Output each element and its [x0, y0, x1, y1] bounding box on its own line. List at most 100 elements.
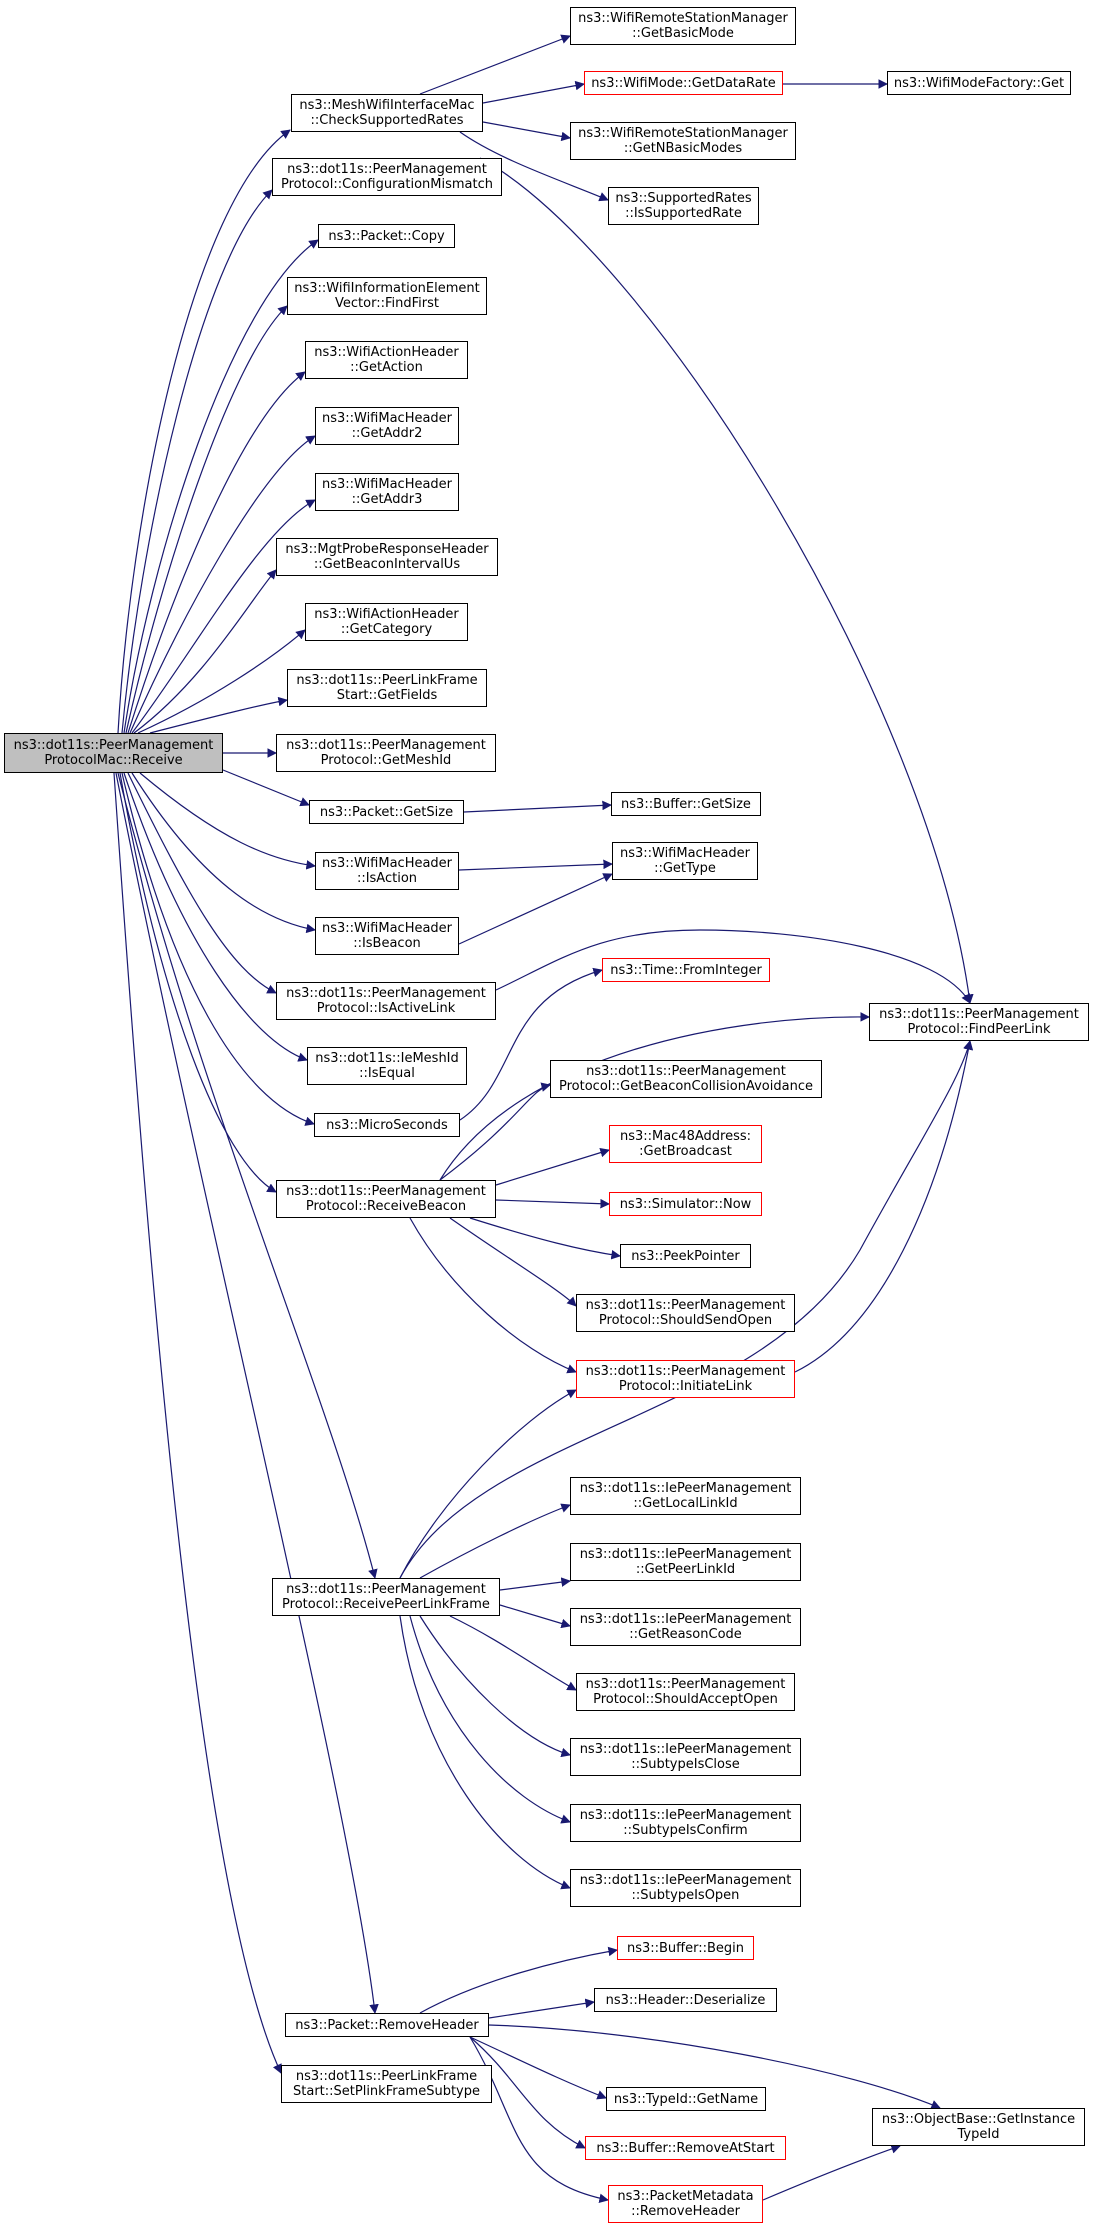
call-edge-9 [149, 696, 288, 734]
node-receive-peer-link-frame[interactable]: ns3::dot11s::PeerManagement Protocol::Re… [272, 1578, 500, 1616]
call-edge-27 [463, 800, 612, 813]
node-get-addr2[interactable]: ns3::WifiMacHeader ::GetAddr2 [315, 407, 459, 445]
node-should-accept-open[interactable]: ns3::dot11s::PeerManagement Protocol::Sh… [576, 1673, 795, 1711]
node-get-action[interactable]: ns3::WifiActionHeader ::GetAction [305, 341, 468, 379]
call-edge-49 [419, 1946, 618, 2014]
node-ie-mesh-id-is-equal[interactable]: ns3::dot11s::IeMeshId ::IsEqual [307, 1047, 467, 1085]
call-edge-11 [222, 769, 310, 807]
node-simulator-now[interactable]: ns3::Simulator::Now [609, 1192, 762, 1216]
node-packet-metadata-remove-header[interactable]: ns3::PacketMetadata ::RemoveHeader [608, 2185, 763, 2223]
call-edge-34 [495, 1147, 610, 1186]
call-edge-55 [762, 2144, 901, 2201]
call-edge-33 [439, 1082, 551, 1181]
node-buffer-get-size[interactable]: ns3::Buffer::GetSize [611, 792, 761, 816]
node-configuration-mismatch[interactable]: ns3::dot11s::PeerManagement Protocol::Co… [272, 158, 502, 196]
node-buffer-remove-at-start[interactable]: ns3::Buffer::RemoveAtStart [585, 2136, 786, 2160]
node-get-addr3[interactable]: ns3::WifiMacHeader ::GetAddr3 [315, 473, 459, 511]
node-root: ns3::dot11s::PeerManagement ProtocolMac:… [4, 733, 223, 773]
node-get-beacon-interval[interactable]: ns3::MgtProbeResponseHeader ::GetBeaconI… [276, 538, 498, 576]
node-set-plink-frame-subtype[interactable]: ns3::dot11s::PeerLinkFrame Start::SetPli… [281, 2065, 492, 2103]
node-packet-remove-header[interactable]: ns3::Packet::RemoveHeader [285, 2013, 489, 2037]
call-edge-40 [399, 1389, 577, 1579]
node-find-peer-link[interactable]: ns3::dot11s::PeerManagement Protocol::Fi… [869, 1003, 1089, 1041]
call-edge-36 [469, 1217, 621, 1260]
node-get-broadcast[interactable]: ns3::Mac48Address: :GetBroadcast [609, 1125, 762, 1163]
call-edge-43 [499, 1577, 571, 1591]
call-edge-50 [488, 1998, 595, 2019]
node-initiate-link[interactable]: ns3::dot11s::PeerManagement Protocol::In… [576, 1360, 795, 1398]
node-get-beacon-collision-avoidance[interactable]: ns3::dot11s::PeerManagement Protocol::Ge… [550, 1060, 822, 1098]
call-edge-14 [127, 772, 277, 994]
call-edge-24 [459, 131, 609, 202]
node-wifi-mode-factory-get[interactable]: ns3::WifiModeFactory::Get [887, 71, 1071, 95]
call-edge-37 [449, 1217, 577, 1307]
node-find-first[interactable]: ns3::WifiInformationElement Vector::Find… [287, 277, 487, 315]
node-packet-copy[interactable]: ns3::Packet::Copy [318, 224, 455, 248]
node-peek-pointer[interactable]: ns3::PeekPointer [620, 1244, 751, 1268]
node-get-mesh-id[interactable]: ns3::dot11s::PeerManagement Protocol::Ge… [276, 734, 496, 772]
call-edge-12 [139, 772, 316, 870]
call-edge-19 [115, 772, 379, 2014]
node-packet-get-size[interactable]: ns3::Packet::GetSize [309, 800, 464, 824]
node-get-reason-code[interactable]: ns3::dot11s::IePeerManagement ::GetReaso… [570, 1608, 801, 1646]
node-subtype-is-confirm[interactable]: ns3::dot11s::IePeerManagement ::SubtypeI… [570, 1804, 801, 1842]
call-edge-29 [458, 873, 613, 945]
call-edge-7 [133, 569, 277, 734]
node-header-deserialize[interactable]: ns3::Header::Deserialize [594, 1988, 777, 2012]
node-is-action[interactable]: ns3::WifiMacHeader ::IsAction [315, 852, 459, 890]
call-edge-38 [409, 1217, 577, 1374]
node-get-data-rate[interactable]: ns3::WifiMode::GetDataRate [584, 71, 783, 95]
node-check-supported-rates[interactable]: ns3::MeshWifiInterfaceMac ::CheckSupport… [291, 94, 483, 132]
call-edge-4 [127, 371, 306, 734]
node-is-beacon[interactable]: ns3::WifiMacHeader ::IsBeacon [315, 917, 459, 955]
call-edge-8 [137, 629, 306, 734]
node-micro-seconds[interactable]: ns3::MicroSeconds [314, 1113, 460, 1137]
call-edge-39 [794, 1040, 974, 1373]
call-edge-51 [488, 2024, 941, 2110]
call-edge-31 [459, 967, 603, 1121]
call-edge-54 [469, 2036, 609, 2203]
node-get-category[interactable]: ns3::WifiActionHeader ::GetCategory [305, 603, 468, 641]
node-type-id-get-name[interactable]: ns3::TypeId::GetName [606, 2087, 766, 2111]
call-edge-6 [131, 499, 316, 734]
call-edge-16 [121, 772, 315, 1126]
node-get-type[interactable]: ns3::WifiMacHeader ::GetType [612, 842, 758, 880]
call-edge-20 [113, 772, 282, 2074]
call-edge-30 [495, 929, 971, 1004]
call-edge-0 [117, 129, 291, 734]
call-edge-2 [123, 239, 319, 734]
node-get-local-link-id[interactable]: ns3::dot11s::IePeerManagement ::GetLocal… [570, 1477, 801, 1515]
call-edge-5 [129, 435, 316, 734]
node-should-send-open[interactable]: ns3::dot11s::PeerManagement Protocol::Sh… [576, 1294, 795, 1332]
edges [113, 34, 974, 2203]
node-subtype-is-open[interactable]: ns3::dot11s::IePeerManagement ::SubtypeI… [570, 1869, 801, 1907]
call-edge-44 [499, 1604, 571, 1629]
call-edge-3 [125, 305, 288, 734]
call-edge-53 [469, 2036, 586, 2149]
call-edge-13 [131, 772, 316, 934]
call-edge-41 [399, 1040, 973, 1579]
node-get-instance-type-id[interactable]: ns3::ObjectBase::GetInstance TypeId [872, 2108, 1085, 2146]
node-get-n-basic-modes[interactable]: ns3::WifiRemoteStationManager ::GetNBasi… [570, 122, 796, 160]
node-get-basic-mode[interactable]: ns3::WifiRemoteStationManager ::GetBasic… [570, 7, 796, 45]
call-edge-35 [495, 1198, 610, 1209]
call-edge-32 [439, 1012, 870, 1181]
call-edge-18 [117, 772, 378, 1579]
call-edge-48 [399, 1615, 571, 1890]
node-time-from-integer[interactable]: ns3::Time::FromInteger [602, 958, 770, 982]
call-edge-1 [121, 189, 273, 734]
call-edge-47 [409, 1615, 571, 1824]
call-edge-15 [123, 772, 308, 1062]
call-edge-23 [482, 121, 571, 142]
node-buffer-begin[interactable]: ns3::Buffer::Begin [617, 1936, 754, 1960]
node-subtype-is-close[interactable]: ns3::dot11s::IePeerManagement ::SubtypeI… [570, 1738, 801, 1776]
node-is-supported-rate[interactable]: ns3::SupportedRates ::IsSupportedRate [608, 187, 759, 225]
node-get-fields[interactable]: ns3::dot11s::PeerLinkFrame Start::GetFie… [287, 669, 487, 707]
call-edge-28 [458, 859, 613, 871]
call-edge-46 [419, 1615, 571, 1758]
call-edge-21 [419, 34, 571, 95]
node-receive-beacon[interactable]: ns3::dot11s::PeerManagement Protocol::Re… [276, 1180, 496, 1218]
node-is-active-link[interactable]: ns3::dot11s::PeerManagement Protocol::Is… [276, 982, 496, 1020]
node-get-peer-link-id[interactable]: ns3::dot11s::IePeerManagement ::GetPeerL… [570, 1543, 801, 1581]
